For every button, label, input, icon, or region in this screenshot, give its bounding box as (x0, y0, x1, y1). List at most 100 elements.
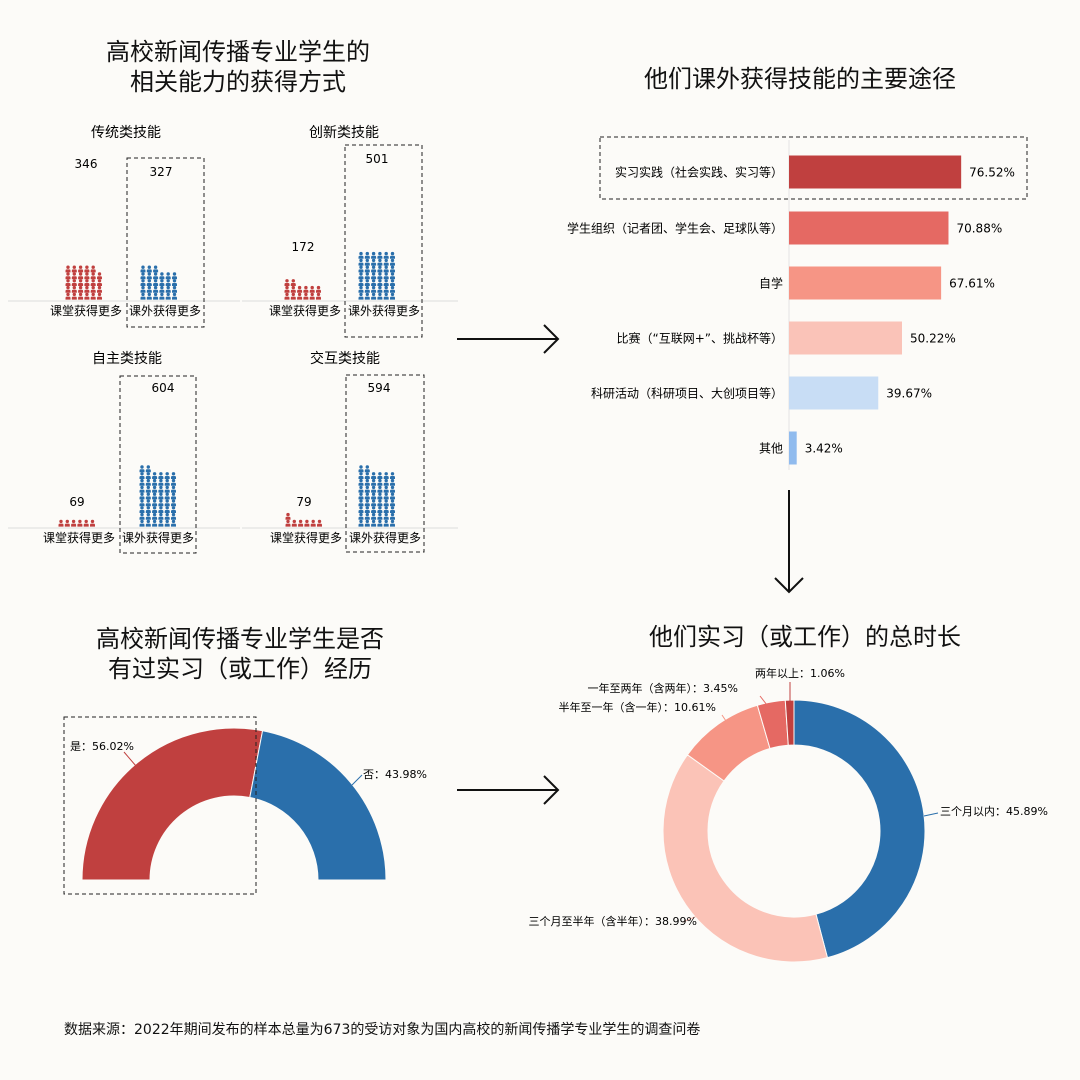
person-icon (139, 499, 145, 507)
person-icon (97, 292, 102, 300)
highlight-box (344, 144, 423, 338)
person-icon (358, 492, 364, 500)
person-icon (145, 512, 151, 520)
person-icon (383, 478, 389, 486)
pictogram-interactive: 交互类技能 79 594 课堂获得更多 课外获得更多 (242, 350, 458, 553)
highlight-box (126, 157, 205, 328)
person-icon (371, 285, 377, 293)
slice-label: 三个月以内：45.89% (940, 804, 1048, 818)
category-label: 自学 (759, 276, 783, 291)
person-icon (383, 279, 389, 286)
person-icon (139, 478, 145, 486)
person-icon (146, 285, 152, 293)
person-icon (364, 251, 370, 259)
person-icon (153, 285, 159, 293)
category-label: 比赛（“互联网+”、挑战杯等） (617, 331, 784, 346)
person-icon (303, 292, 309, 300)
slice (249, 730, 387, 881)
leader-line (682, 915, 698, 923)
person-icon (371, 506, 377, 513)
person-icon (358, 251, 364, 259)
person-icon (158, 512, 164, 520)
slice (784, 699, 795, 746)
person-icon (90, 279, 96, 286)
person-icon (159, 272, 165, 280)
pictogram-title: 传统类技能 (91, 125, 161, 141)
person-icon (364, 512, 370, 520)
person-icon (146, 265, 152, 273)
person-icon (377, 506, 383, 513)
person-icon (371, 472, 377, 479)
person-icon (364, 265, 370, 273)
person-icon (139, 492, 145, 500)
acquisition-title-line-1: 高校新闻传播专业学生的 (106, 38, 370, 66)
person-icon (58, 519, 64, 527)
leader-line (351, 774, 363, 786)
person-icon (145, 465, 151, 473)
person-icon (78, 279, 84, 286)
person-icon (358, 472, 364, 479)
extracurricular-icon-group (140, 265, 177, 300)
person-icon (164, 519, 170, 527)
person-icon (309, 285, 315, 293)
person-icon (158, 485, 164, 493)
slice (793, 699, 926, 959)
highlight-box (345, 374, 425, 553)
extracurricular-value-label: 327 (150, 165, 173, 179)
person-icon (140, 265, 146, 273)
person-icon (383, 506, 389, 513)
person-icon (97, 279, 102, 286)
person-icon (158, 478, 164, 486)
slice (662, 754, 829, 963)
person-icon (84, 265, 90, 273)
person-icon (164, 492, 170, 500)
flow-arrow-right-bottom (457, 775, 560, 805)
person-icon (371, 485, 377, 493)
extracurricular-category-label: 课外获得更多 (349, 530, 421, 545)
bar (789, 321, 902, 355)
person-icon (383, 292, 389, 300)
category-label: 科研活动（科研项目、大创项目等） (591, 387, 783, 401)
person-icon (65, 285, 71, 293)
classroom-icon-group (284, 279, 321, 300)
person-icon (171, 506, 176, 513)
person-icon (158, 499, 164, 507)
person-icon (78, 285, 84, 293)
person-icon (284, 279, 290, 286)
person-icon (152, 519, 158, 527)
person-icon (159, 285, 165, 293)
person-icon (377, 519, 383, 527)
extracurricular-icon-group (358, 465, 395, 527)
person-icon (371, 265, 377, 273)
person-icon (164, 485, 170, 493)
person-icon (139, 465, 145, 473)
person-icon (390, 251, 395, 259)
flow-arrow-right-top (457, 324, 560, 354)
person-icon (90, 519, 95, 527)
person-icon (364, 499, 370, 507)
person-icon (78, 265, 84, 273)
person-icon (390, 258, 395, 266)
classroom-icon-group (58, 519, 95, 527)
person-icon (71, 519, 77, 527)
person-icon (358, 265, 364, 273)
person-icon (371, 279, 377, 286)
person-icon (298, 519, 304, 527)
person-icon (364, 472, 370, 479)
person-icon (358, 512, 364, 520)
pictogram-autonomous: 自主类技能 69 604 课堂获得更多 课外获得更多 (8, 351, 240, 554)
person-icon (90, 285, 96, 293)
person-icon (358, 478, 364, 486)
person-icon (139, 472, 145, 479)
person-icon (164, 506, 170, 513)
person-icon (165, 279, 171, 286)
highlight-box (119, 375, 197, 554)
classroom-value-label: 346 (75, 157, 98, 171)
person-icon (371, 272, 377, 280)
extracurricular-value-label: 594 (368, 381, 391, 395)
person-icon (140, 285, 146, 293)
person-icon (390, 285, 395, 293)
person-icon (145, 499, 151, 507)
category-label: 实习实践（社会实践、实习等） (615, 165, 783, 180)
